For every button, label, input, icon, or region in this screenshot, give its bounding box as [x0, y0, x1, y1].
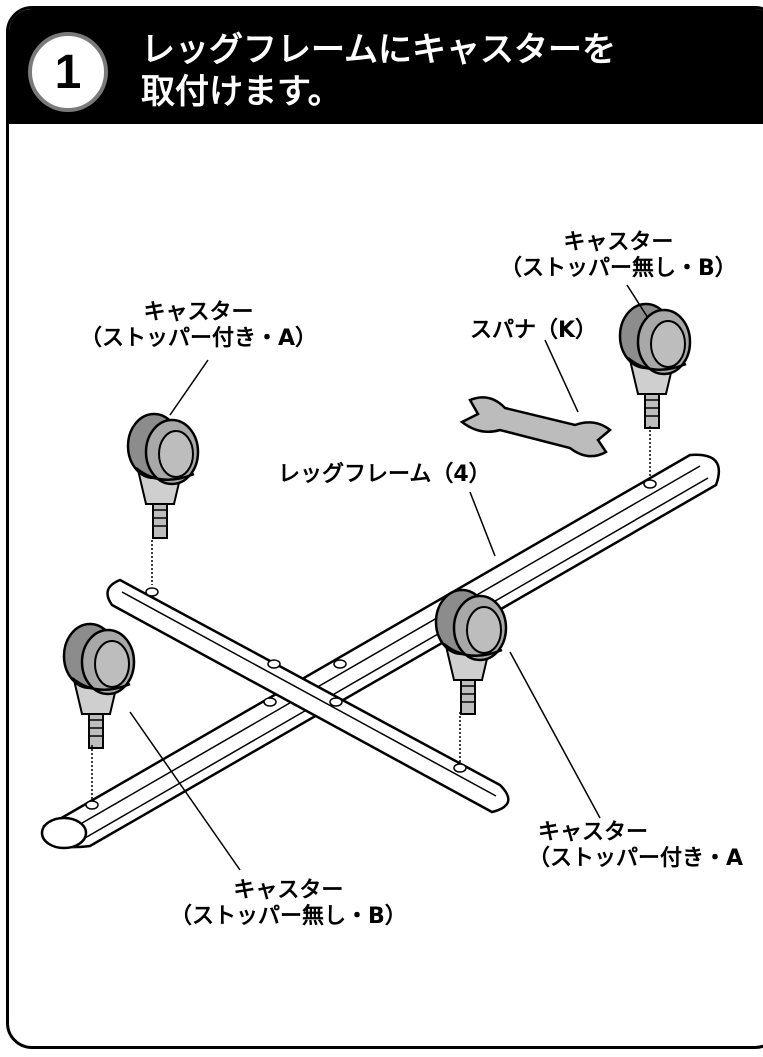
step-title-line2: 取付けます。 [141, 72, 342, 112]
caster-b-bottom-left [62, 622, 136, 800]
step-number-badge: 1 [28, 32, 108, 112]
wrench [459, 396, 612, 458]
label-caster-a-left-line2: （ストッパー付き・A） [80, 326, 318, 351]
label-wrench: スパナ（K） [470, 318, 598, 343]
label-caster-a-left-line1: キャスター [143, 300, 254, 325]
label-caster-b-bottom-line2: （ストッパー無し・B） [170, 904, 407, 929]
leader-lines [129, 284, 649, 871]
step-title: レッグフレームにキャスターを 取付けます。 [141, 29, 616, 113]
step-title-line1: レッグフレームにキャスターを [141, 30, 616, 70]
instruction-frame: 1 レッグフレームにキャスターを 取付けます。 [6, 6, 763, 1049]
label-caster-a-right: キャスター （ストッパー付き・A [528, 820, 743, 872]
label-caster-b-top-line2: （ストッパー無し・B） [500, 256, 737, 281]
label-leg-frame: レッグフレーム（4） [278, 462, 491, 487]
caster-b-top-right [618, 302, 692, 478]
caster-a-left [126, 412, 200, 585]
step-header: 1 レッグフレームにキャスターを 取付けます。 [9, 9, 763, 124]
label-caster-b-bottom: キャスター （ストッパー無し・B） [170, 878, 407, 930]
label-caster-b-bottom-line1: キャスター [233, 878, 344, 903]
label-caster-b-top: キャスター （ストッパー無し・B） [500, 230, 737, 282]
label-caster-b-top-line1: キャスター [563, 230, 674, 255]
label-caster-a-right-line2: （ストッパー付き・A [528, 846, 744, 871]
caster-a-right [434, 588, 508, 762]
label-caster-a-left: キャスター （ストッパー付き・A） [80, 300, 317, 352]
label-caster-a-right-line1: キャスター [538, 820, 649, 845]
leg-frame [40, 453, 721, 850]
